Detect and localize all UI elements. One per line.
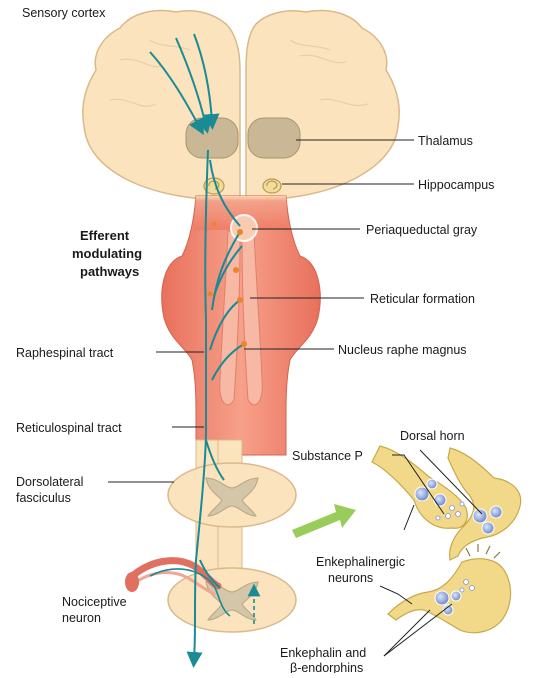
label-efferent-1: Efferent [80, 228, 130, 243]
label-periaqueductal-gray: Periaqueductal gray [366, 223, 478, 237]
label-dorsolateral-2: fasciculus [16, 491, 71, 505]
spinal-cord [168, 440, 296, 632]
label-efferent-3: pathways [80, 264, 139, 279]
label-nociceptive-1: Nociceptive [62, 595, 127, 609]
label-reticular-formation: Reticular formation [370, 292, 475, 306]
thalamus-left [186, 118, 238, 158]
label-enkephalin-2: β-endorphins [290, 661, 363, 673]
label-substance-p: Substance P [292, 449, 363, 463]
label-nociceptive-2: neuron [62, 611, 101, 625]
leader-lines [108, 140, 482, 656]
left-hemisphere [83, 11, 240, 200]
label-efferent-2: modulating [72, 246, 142, 261]
label-sensory-cortex: Sensory cortex [22, 6, 106, 20]
enkephalinergic-neuron-bottom [388, 559, 511, 633]
right-hemisphere [246, 11, 399, 200]
label-dorsal-horn: Dorsal horn [400, 429, 465, 443]
label-enkephalinergic-2: neurons [328, 571, 373, 585]
label-reticulospinal-tract: Reticulospinal tract [16, 421, 122, 435]
zoom-arrow [292, 504, 356, 538]
label-raphespinal-tract: Raphespinal tract [16, 346, 114, 360]
thalamus [186, 118, 300, 158]
cerebrum [83, 11, 400, 200]
label-thalamus: Thalamus [418, 134, 473, 148]
label-hippocampus: Hippocampus [418, 178, 494, 192]
label-enkephalinergic-1: Enkephalinergic [316, 555, 405, 569]
label-dorsolateral-1: Dorsolateral [16, 475, 83, 489]
label-enkephalin-1: Enkephalin and [280, 646, 366, 660]
label-nucleus-raphe-magnus: Nucleus raphe magnus [338, 343, 467, 357]
thalamus-right [248, 118, 300, 158]
synapse-inset [372, 446, 521, 633]
